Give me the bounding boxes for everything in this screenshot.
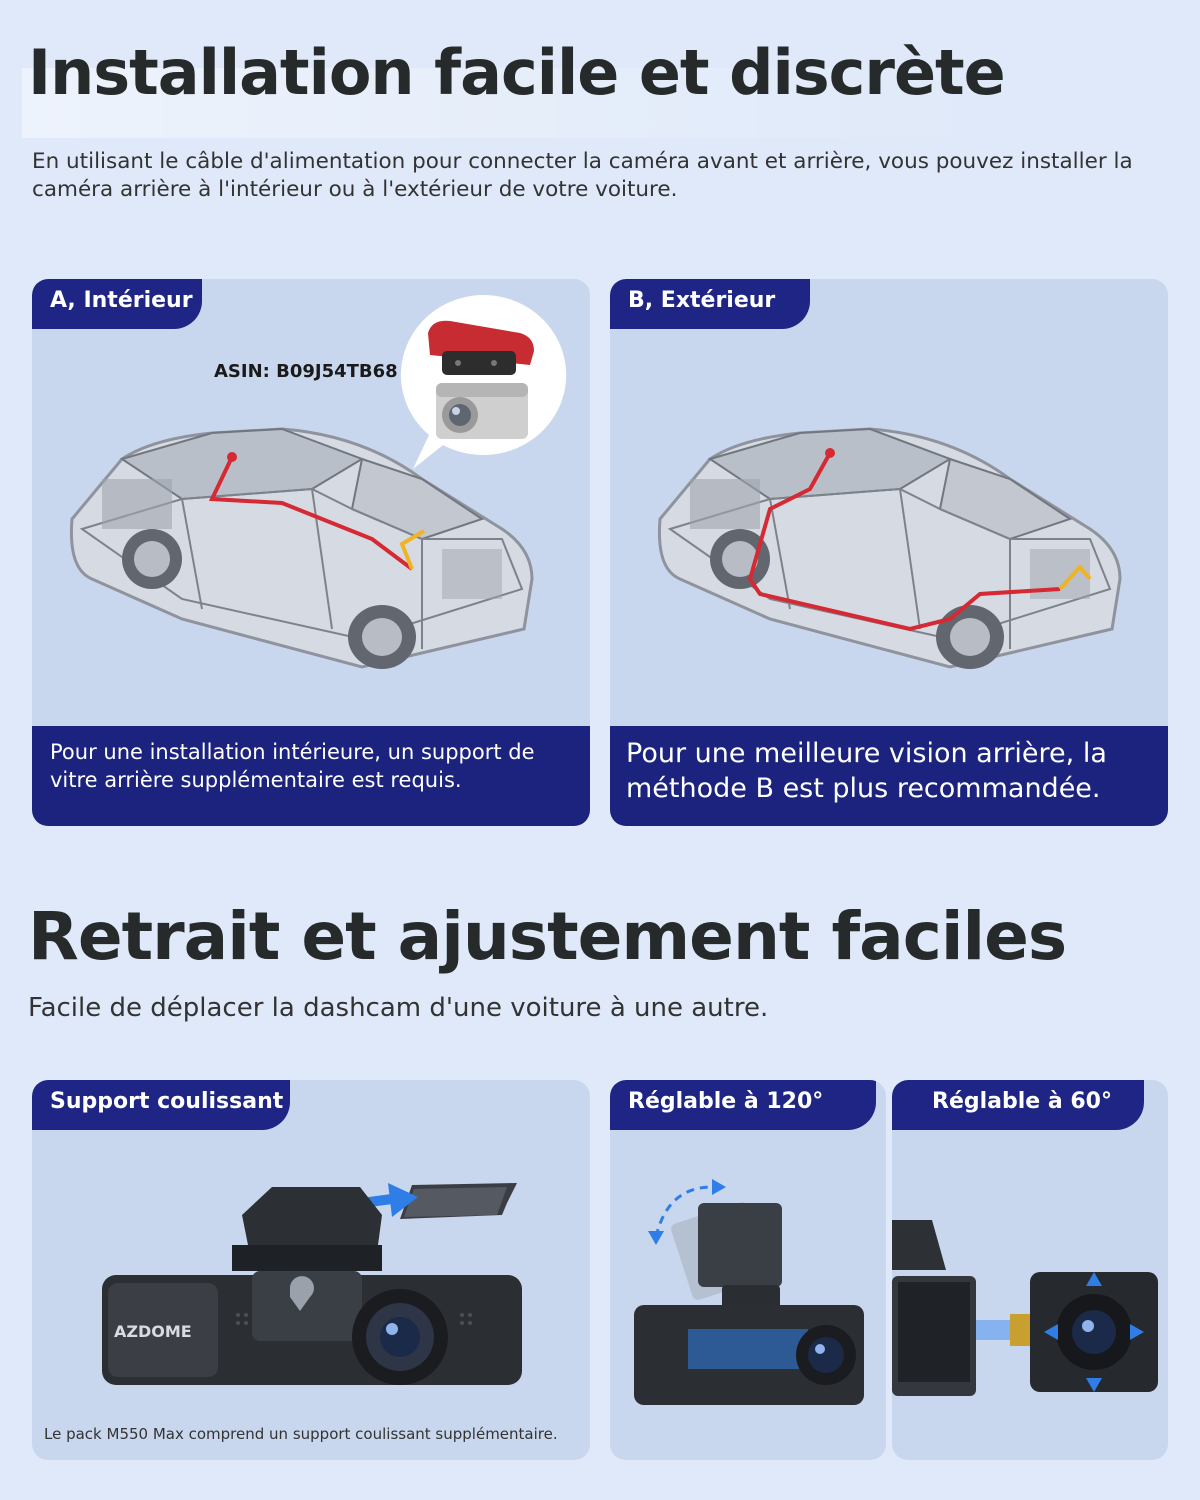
car-illustration-interior: [69, 427, 534, 669]
dashcam-rotate-illustration: [634, 1179, 864, 1405]
section2-title: Retrait et ajustement faciles: [28, 898, 1067, 975]
panel-adjustable-120-tag: Réglable à 120°: [610, 1080, 876, 1130]
panel-sliding-mount-tag: Support coulissant: [32, 1080, 290, 1130]
panel-exterior-caption-box: Pour une meilleure vision arrière, la mé…: [610, 726, 1168, 826]
rear-camera-bubble: [398, 293, 568, 473]
section1-subtitle: En utilisant le câble d'alimentation pou…: [32, 149, 1133, 202]
rear-camera-rotate-illustration: [892, 1220, 1158, 1396]
sliding-mount-note: Le pack M550 Max comprend un support cou…: [44, 1425, 558, 1443]
azdome-brand-label: AZDOME: [114, 1322, 192, 1341]
section2-subtitle: Facile de déplacer la dashcam d'une voit…: [28, 993, 769, 1023]
panel-sliding-mount: Support coulissant AZDOME Le pack M550 M…: [32, 1080, 590, 1460]
panel-adjustable-120: Réglable à 120°: [610, 1080, 886, 1460]
asin-label: ASIN: B09J54TB68: [214, 361, 398, 382]
panel-exterior-caption: Pour une meilleure vision arrière, la mé…: [626, 738, 1107, 804]
panel-adjustable-60-tag: Réglable à 60°: [892, 1080, 1144, 1130]
title-highlight-band: [22, 68, 1002, 138]
panel-interior: A, Intérieur ASIN: B09J54TB68: [32, 279, 590, 826]
panel-interior-tag: A, Intérieur: [32, 279, 202, 329]
panel-interior-caption: Pour une installation intérieure, un sup…: [50, 740, 535, 792]
dashcam-sliding-illustration: AZDOME: [102, 1183, 522, 1385]
panel-interior-caption-box: Pour une installation intérieure, un sup…: [32, 726, 590, 826]
panel-exterior-tag: B, Extérieur: [610, 279, 810, 329]
panel-exterior: B, Extérieur Pour une meilleure vision a…: [610, 279, 1168, 826]
section1-title: Installation facile et discrète: [28, 36, 1006, 109]
car-illustration-exterior: [657, 427, 1122, 669]
panel-adjustable-60: Réglable à 60°: [892, 1080, 1168, 1460]
